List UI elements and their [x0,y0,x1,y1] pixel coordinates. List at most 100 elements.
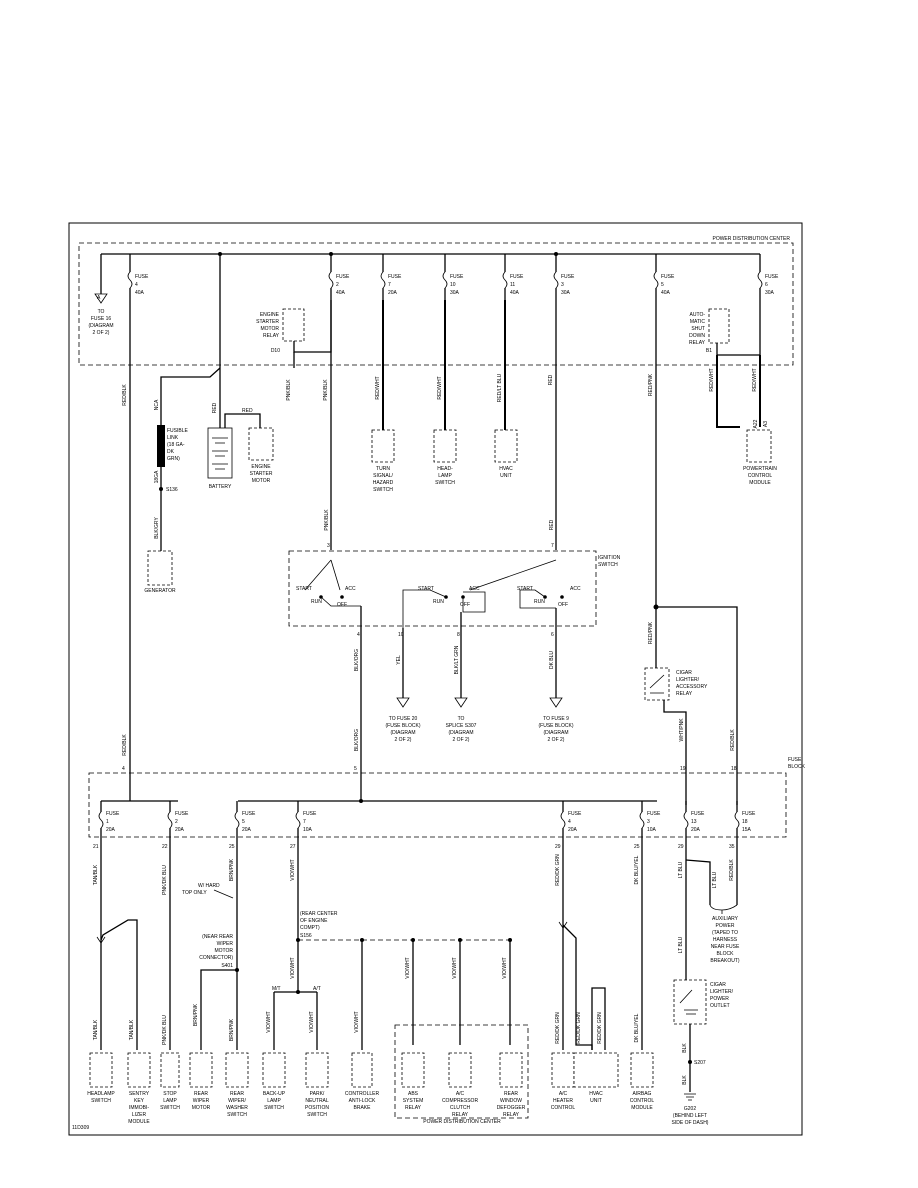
starter-motor-label: ENGINE STARTER MOTOR [250,464,273,484]
svg-text:4: 4 [357,632,360,638]
svg-text:VIO/WHT: VIO/WHT [502,957,508,978]
svg-text:BRN/PNK: BRN/PNK [229,858,235,881]
rear-center-note: (REAR CENTER OF ENGINE COMPT) S156 [300,911,338,939]
svg-text:S136: S136 [166,487,178,493]
svg-text:REAR: REAR [230,1091,244,1097]
svg-text:RED: RED [548,374,554,385]
svg-text:NEAR FUSE: NEAR FUSE [711,944,740,950]
svg-text:IGNITION: IGNITION [598,555,621,561]
svg-text:TOP ONLY: TOP ONLY [182,890,207,896]
svg-text:RED/BLK: RED/BLK [122,734,128,756]
hard-top-note: W/ HARD TOP ONLY [182,883,234,899]
svg-text:SWITCH: SWITCH [373,487,393,493]
svg-text:OFF: OFF [460,602,470,608]
svg-text:STOP: STOP [163,1091,177,1097]
svg-text:35: 35 [729,844,735,850]
svg-text:FUSE: FUSE [742,811,756,817]
svg-text:5: 5 [242,819,245,825]
svg-text:6: 6 [765,282,768,288]
battery-symbol [207,427,233,479]
svg-text:RED/BLK: RED/BLK [730,729,736,751]
svg-text:A: A [97,295,101,301]
svg-text:ENGINE: ENGINE [251,464,271,470]
svg-text:SPLICE S307: SPLICE S307 [446,723,477,729]
svg-text:DK: DK [167,449,175,455]
svg-text:HEATER: HEATER [553,1098,573,1104]
svg-text:PNK/BLK: PNK/BLK [286,379,292,401]
svg-text:LT BLU: LT BLU [678,936,684,953]
svg-text:CONNECTOR): CONNECTOR) [199,955,233,961]
svg-text:(DIAGRAM: (DIAGRAM [89,323,114,329]
svg-text:AUTO-: AUTO- [690,312,706,318]
svg-text:A/T: A/T [313,986,321,992]
svg-text:POSITION: POSITION [305,1105,329,1111]
battery-label: BATTERY [209,484,232,490]
svg-text:LIGHTER/: LIGHTER/ [676,677,700,683]
svg-text:BLK/ORG: BLK/ORG [354,649,360,671]
svg-text:FUSE: FUSE [647,811,661,817]
svg-text:RELAY: RELAY [676,691,693,697]
svg-text:OFF: OFF [337,602,347,608]
svg-text:FUSE: FUSE [788,757,802,763]
svg-text:SIDE OF DASH): SIDE OF DASH) [672,1120,709,1126]
svg-text:20A: 20A [175,827,185,833]
svg-text:RED/WHT: RED/WHT [375,376,381,399]
svg-text:RELAY: RELAY [689,340,706,346]
svg-text:TO: TO [458,716,465,722]
svg-text:POWER: POWER [710,996,729,1002]
svg-text:FUSE: FUSE [510,274,524,280]
svg-text:27: 27 [290,844,296,850]
svg-text:10: 10 [398,632,404,638]
svg-text:RED/WHT: RED/WHT [437,376,443,399]
svg-text:SWITCH: SWITCH [598,562,618,568]
svg-text:FUSE: FUSE [303,811,317,817]
svg-text:TO FUSE 9: TO FUSE 9 [543,716,569,722]
cigar-lighter-relay: CIGAR LIGHTER/ ACCESSORY RELAY [644,667,708,701]
svg-text:20A: 20A [242,827,252,833]
svg-text:FUSE: FUSE [388,274,402,280]
svg-text:(DIAGRAM: (DIAGRAM [449,730,474,736]
svg-text:HVAC: HVAC [499,466,513,472]
svg-text:5: 5 [661,282,664,288]
svg-text:40A: 40A [510,290,520,296]
svg-text:BRN/PNK: BRN/PNK [193,1003,199,1026]
svg-text:RED/DK GRN: RED/DK GRN [555,854,561,886]
svg-text:SIGNAL/: SIGNAL/ [373,473,393,479]
svg-text:TO: TO [98,309,105,315]
svg-text:AIRBAG: AIRBAG [633,1091,652,1097]
svg-text:20A: 20A [388,290,398,296]
svg-text:TAN/BLK: TAN/BLK [93,864,99,885]
svg-text:HARNESS: HARNESS [713,937,738,943]
svg-text:SENTRY: SENTRY [129,1091,150,1097]
svg-text:D10: D10 [271,348,280,354]
svg-text:FUSE: FUSE [175,811,189,817]
starter-relay: ENGINE STARTER MOTOR RELAY D10 [256,308,305,354]
svg-text:PARK/: PARK/ [310,1091,325,1097]
svg-text:MOTOR: MOTOR [260,326,279,332]
svg-text:29: 29 [555,844,561,850]
pdc-bottom-label: POWER DISTRIBUTION CENTER [423,1119,501,1125]
svg-text:WASHER: WASHER [226,1105,248,1111]
svg-text:OUTLET: OUTLET [710,1003,730,1009]
svg-text:(FUSE BLOCK): (FUSE BLOCK) [538,723,573,729]
svg-text:4: 4 [568,819,571,825]
svg-text:RELAY: RELAY [452,1112,469,1118]
svg-text:RED/PNK: RED/PNK [648,621,654,644]
svg-text:RUN: RUN [534,599,545,605]
svg-text:NEUTRAL: NEUTRAL [305,1098,329,1104]
svg-text:IMMOBI-: IMMOBI- [129,1105,149,1111]
svg-text:MOTOR: MOTOR [214,948,233,954]
svg-text:FUSE: FUSE [135,274,149,280]
